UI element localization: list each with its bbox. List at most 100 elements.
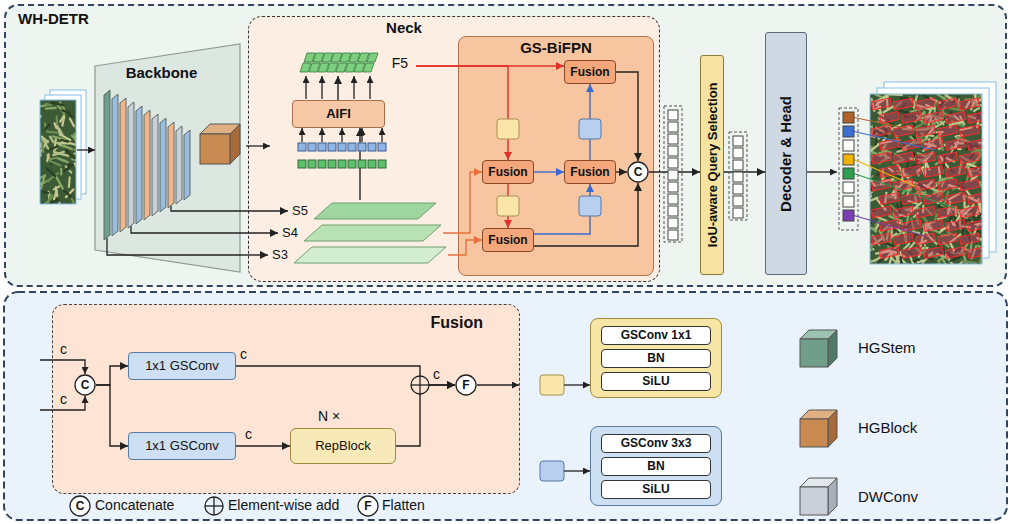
leaf-stroke <box>871 258 880 262</box>
leaf-stroke <box>949 96 956 99</box>
detection-box <box>871 179 891 191</box>
token-square <box>733 196 743 206</box>
leaf-stroke <box>909 97 918 106</box>
detection-box <box>879 193 899 205</box>
hgstem-cube <box>800 330 837 339</box>
leaf-stroke <box>886 100 889 109</box>
detail-panel <box>4 292 1007 520</box>
detection-box <box>945 247 965 259</box>
leaf-stroke <box>48 201 56 204</box>
flow-arrow <box>337 76 338 100</box>
leaf-stroke <box>878 121 888 124</box>
leaf-stroke <box>890 94 902 96</box>
leaf-stroke <box>959 180 966 185</box>
detection-box <box>901 139 921 151</box>
leaf-stroke <box>916 160 921 163</box>
leaf-stroke <box>44 123 47 129</box>
leaf-stroke <box>955 207 957 217</box>
leaf-stroke <box>923 223 926 235</box>
leaf-stroke <box>46 107 56 110</box>
token-square <box>668 218 678 228</box>
leaf-stroke <box>951 153 955 161</box>
leaf-stroke <box>48 173 58 181</box>
leaf-stroke <box>919 185 927 190</box>
leaf-stroke <box>911 109 914 116</box>
leaf-stroke <box>905 174 909 177</box>
leaf-stroke <box>870 101 875 105</box>
leaf-stroke <box>908 208 913 211</box>
leaf-stroke <box>897 229 906 236</box>
flow-arrow <box>236 366 455 385</box>
flow-arrow <box>616 171 627 172</box>
detection-box <box>893 179 913 191</box>
leaf-stroke <box>903 128 914 130</box>
legend-text: Flatten <box>382 497 425 514</box>
leaf-stroke <box>916 192 925 193</box>
leaf-stroke <box>876 107 881 110</box>
leaf-stroke <box>919 252 922 257</box>
leaf-stroke <box>937 94 947 101</box>
leaf-stroke <box>886 122 894 125</box>
leaf-stroke <box>875 220 880 225</box>
leaf-stroke <box>62 116 64 125</box>
leaf-stroke <box>75 152 76 155</box>
leaf-stroke <box>931 119 940 122</box>
leaf-stroke <box>950 123 953 127</box>
leaf-stroke <box>933 263 940 264</box>
leaf-stroke <box>926 127 934 138</box>
fusion-box: Fusion <box>482 228 534 252</box>
leaf-stroke <box>915 141 924 143</box>
detection-box <box>923 247 943 259</box>
detection-box <box>901 220 921 232</box>
leaf-stroke <box>891 205 897 211</box>
leaf-stroke <box>899 254 904 257</box>
leaf-stroke <box>47 146 58 150</box>
leaf-stroke <box>971 230 978 232</box>
leaf-stroke <box>903 263 908 264</box>
leaf-stroke <box>950 220 955 225</box>
leaf-stroke <box>943 95 946 103</box>
leaf-stroke <box>923 253 932 263</box>
node-label: Fusion <box>570 65 609 79</box>
leaf-stroke <box>899 140 908 150</box>
leaf-stroke <box>883 131 890 134</box>
leaf-stroke <box>890 227 892 238</box>
node-label: S3 <box>272 247 288 263</box>
leaf-stroke <box>51 157 55 163</box>
token-square <box>668 170 678 180</box>
leaf-stroke <box>943 94 950 97</box>
leaf-stroke <box>949 149 956 159</box>
detection-box <box>945 166 965 178</box>
leaf-stroke <box>61 143 69 152</box>
leaf-stroke <box>916 248 924 252</box>
leaf-stroke <box>917 218 919 225</box>
leaf-stroke <box>963 195 966 207</box>
leaf-stroke <box>887 196 897 198</box>
detection-box <box>967 247 982 259</box>
leaf-stroke <box>872 136 879 139</box>
leaf-stroke <box>980 171 982 174</box>
leaf-stroke <box>950 242 955 252</box>
symbol-letter: C <box>76 499 85 513</box>
leaf-stroke <box>941 141 943 150</box>
leaf-stroke <box>914 213 918 217</box>
leaf-stroke <box>877 184 882 185</box>
leaf-stroke <box>875 251 884 262</box>
wire <box>419 376 420 394</box>
leaf-stroke <box>966 143 978 147</box>
leaf-stroke <box>878 132 887 136</box>
leaf-stroke <box>934 191 944 193</box>
leaf-stroke <box>879 231 884 241</box>
leaf-stroke <box>898 182 904 189</box>
token-square <box>378 143 386 151</box>
leaf-stroke <box>870 176 873 180</box>
feature-plate <box>304 225 441 241</box>
leaf-stroke <box>969 116 975 118</box>
leaf-stroke <box>969 197 980 202</box>
detection-box <box>923 166 943 178</box>
leaf-stroke <box>938 200 943 203</box>
leaf-stroke <box>911 234 916 242</box>
concat-symbol <box>70 496 90 516</box>
leaf-stroke <box>910 137 915 141</box>
leaf-stroke <box>907 243 914 252</box>
